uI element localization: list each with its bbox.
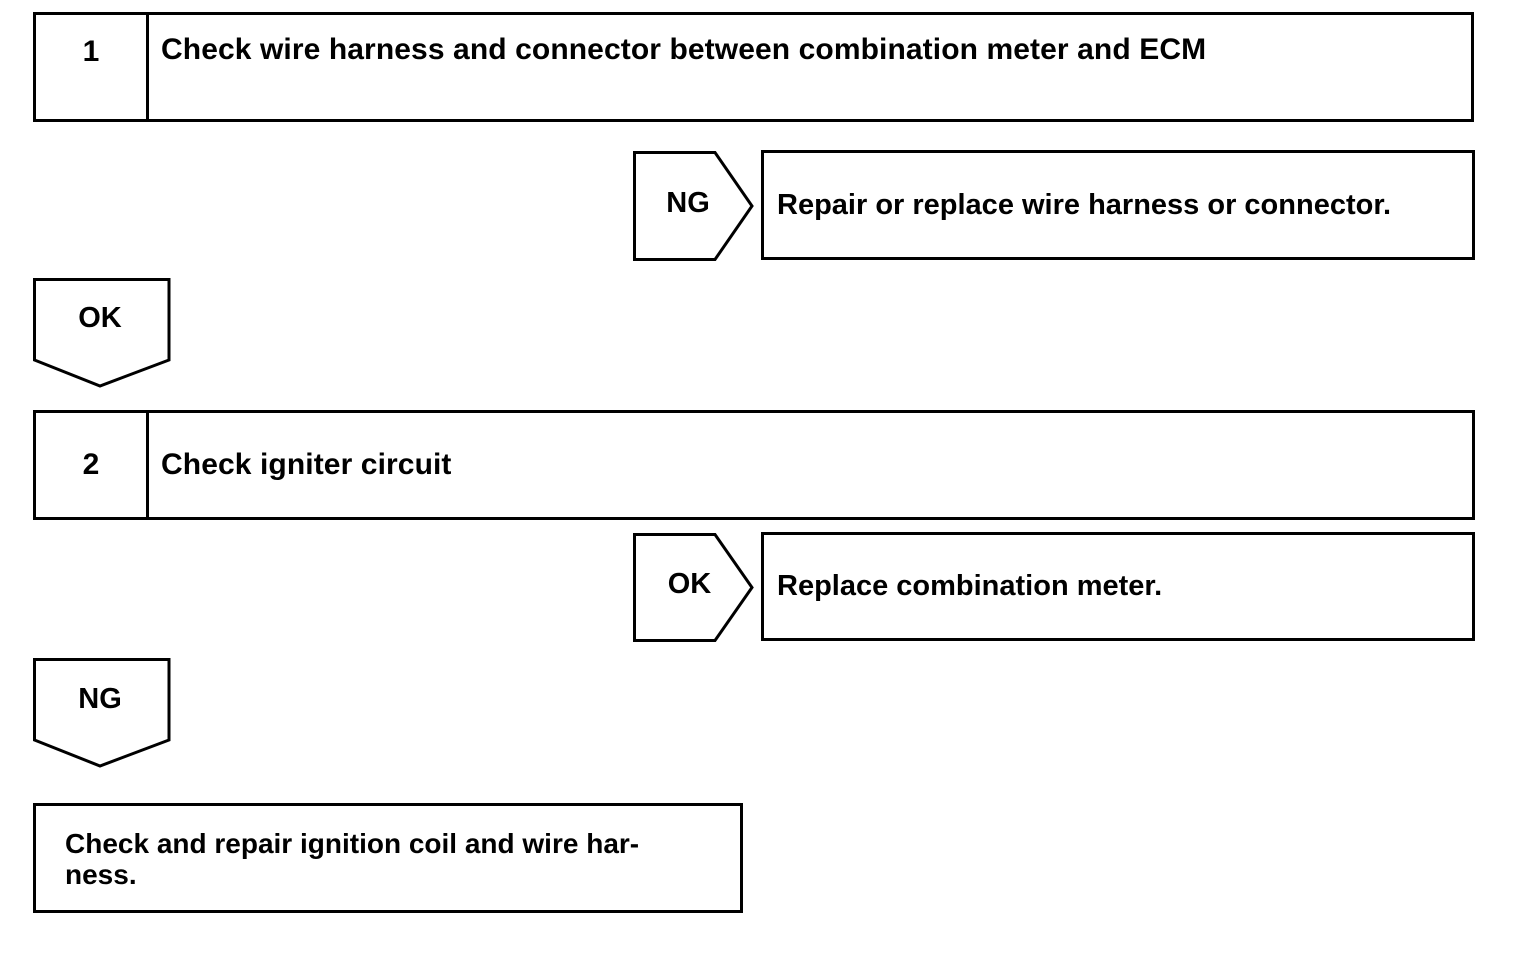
step-1-text: Check wire harness and connector between… xyxy=(161,33,1207,66)
ok-down-arrow: OK xyxy=(33,278,171,388)
ng-right-arrow-label: NG xyxy=(666,187,710,219)
right-arrow-shape-icon xyxy=(633,151,754,261)
step-2-number: 2 xyxy=(36,413,149,517)
step-1-box: 1 Check wire harness and connector betwe… xyxy=(33,12,1474,122)
replace-combination-meter-box: Replace combination meter. xyxy=(761,532,1475,641)
down-arrow-shape-icon xyxy=(33,658,171,768)
step-2-box: 2 Check igniter circuit xyxy=(33,410,1475,520)
step-2-text: Check igniter circuit xyxy=(161,448,452,481)
ng-down-arrow-label: NG xyxy=(78,683,122,715)
step-1-number: 1 xyxy=(36,15,149,119)
ng-down-arrow: NG xyxy=(33,658,171,768)
replace-combination-meter-text: Replace combination meter. xyxy=(777,570,1163,602)
right-arrow-shape-icon xyxy=(633,533,754,642)
check-ignition-coil-text-line1: Check and repair ignition coil and wire … xyxy=(65,828,640,859)
ok-right-arrow: OK xyxy=(633,533,755,642)
repair-wire-harness-box: Repair or replace wire harness or connec… xyxy=(761,150,1475,260)
ok-down-arrow-label: OK xyxy=(78,302,122,334)
down-arrow-shape-icon xyxy=(33,278,171,388)
ok-right-arrow-label: OK xyxy=(667,568,712,600)
check-ignition-coil-box: Check and repair ignition coil and wire … xyxy=(33,803,743,913)
check-ignition-coil-text-line2: ness. xyxy=(65,859,137,890)
repair-wire-harness-text: Repair or replace wire harness or connec… xyxy=(777,188,1392,221)
ng-right-arrow: NG xyxy=(633,151,755,261)
